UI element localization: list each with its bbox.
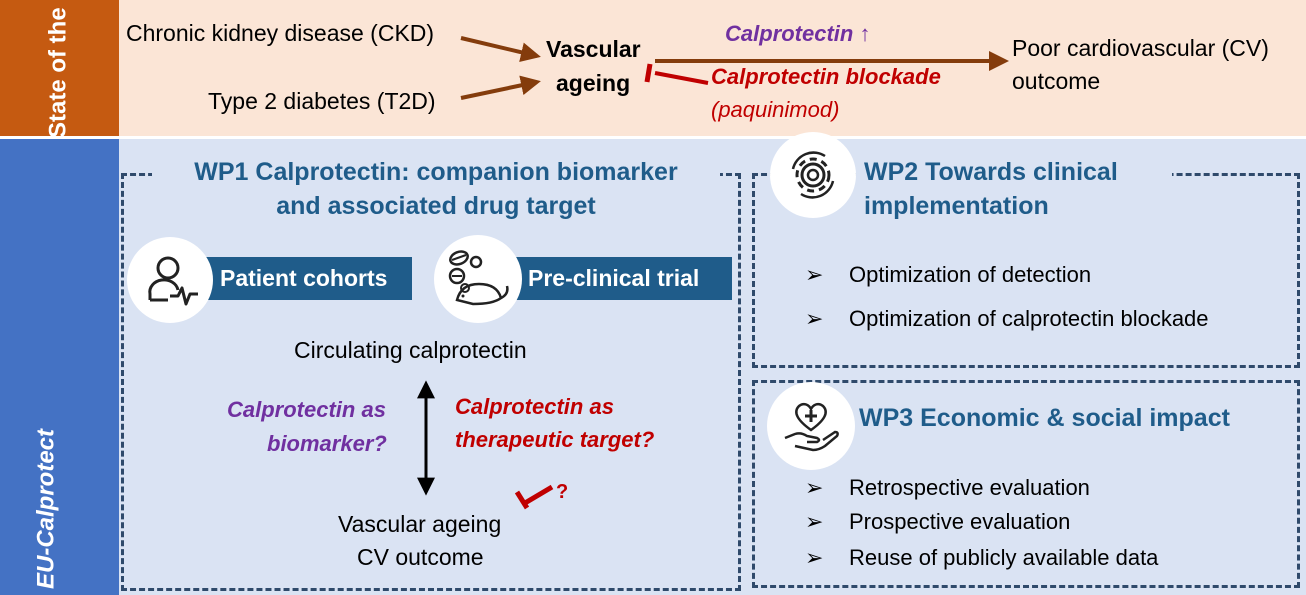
soa-band (119, 0, 1306, 136)
wp2-title-line2: implementation (864, 191, 1049, 220)
heart-hand-icon (784, 402, 839, 452)
wp3-bullet-label: Retrospective evaluation (849, 475, 1090, 500)
vascular-ageing-result-line1: Vascular ageing (338, 511, 502, 537)
bullet-arrow-icon: ➢ (805, 509, 824, 534)
gear-icon (791, 151, 835, 199)
poor-cv-outcome-line1: Poor cardiovascular (CV) (1012, 35, 1269, 61)
wp2-bullet-label: Optimization of calprotectin blockade (849, 306, 1209, 331)
wp3-box (752, 380, 1300, 588)
wp1-title-line1: WP1 Calprotectin: companion biomarker (194, 158, 678, 186)
wp3-bullet-label: Reuse of publicly available data (849, 545, 1159, 570)
mouse-icon-circle (434, 235, 522, 323)
wp3-bullet-prospective: ➢ Prospective evaluation (805, 509, 1070, 535)
gear-icon-circle (770, 132, 856, 218)
vascular-ageing-line2: ageing (556, 70, 631, 96)
t2d-label: Type 2 diabetes (T2D) (208, 88, 436, 114)
wp3-title: WP3 Economic & social impact (851, 402, 1285, 436)
wp1-title: WP1 Calprotectin: companion biomarker an… (152, 156, 720, 224)
therapeutic-target-line1: Calprotectin as (455, 394, 614, 419)
wp3-bullet-label: Prospective evaluation (849, 509, 1071, 534)
patient-monitor-icon (148, 256, 198, 306)
wp2-bullet-blockade: ➢ Optimization of calprotectin blockade (805, 306, 1209, 332)
therapeutic-inhibition-line (523, 484, 554, 506)
wp2-title-line1: WP2 Towards clinical (864, 158, 1118, 186)
heart-hand-icon-circle (767, 382, 855, 470)
wp1-title-line2: and associated drug target (276, 191, 596, 220)
wp3-bullet-retrospective: ➢ Retrospective evaluation (805, 475, 1090, 501)
mouse-pills-icon (448, 250, 509, 306)
biomarker-question-line2: biomarker? (267, 431, 387, 456)
cv-outcome-result-line2: CV outcome (357, 544, 484, 570)
calprotectin-blockade-label: Calprotectin blockade (711, 64, 941, 89)
wp3-bullet-reuse: ➢ Reuse of publicly available data (805, 545, 1158, 571)
vascular-ageing-line1: Vascular (546, 36, 641, 62)
soa-side-panel: State of the art (SOA) (0, 0, 119, 138)
bullet-arrow-icon: ➢ (805, 306, 824, 331)
wp3-title-text: WP3 Economic & social impact (859, 404, 1230, 432)
circulating-calprotectin-label: Circulating calprotectin (294, 337, 527, 363)
therapeutic-inhibition-bar (514, 490, 530, 510)
calprotectin-up-label: Calprotectin ↑ (725, 21, 871, 46)
ckd-label: Chronic kidney disease (CKD) (126, 20, 435, 46)
t2d-arrow (460, 75, 541, 100)
ckd-arrow (460, 36, 541, 63)
patient-cohorts-label: Patient cohorts (220, 265, 388, 291)
eu-side-panel: EU-Calprotect (0, 139, 119, 595)
wp2-title: WP2 Towards clinical implementation (856, 156, 1172, 224)
wp2-bullet-label: Optimization of detection (849, 262, 1092, 287)
paquinimod-label: (paquinimod) (711, 97, 840, 122)
bullet-arrow-icon: ➢ (805, 545, 824, 570)
bullet-arrow-icon: ➢ (805, 262, 824, 287)
biomarker-question-line1: Calprotectin as (227, 397, 386, 422)
preclinical-trial-label: Pre-clinical trial (528, 265, 700, 291)
preclinical-trial-tag: Pre-clinical trial (480, 257, 732, 300)
wp2-bullet-detection: ➢ Optimization of detection (805, 262, 1091, 288)
patient-icon-circle (127, 237, 213, 323)
blockade-inhibition-line (654, 71, 709, 85)
therapeutic-target-line2: therapeutic target? (455, 427, 655, 452)
bullet-arrow-icon: ➢ (805, 475, 824, 500)
patient-cohorts-tag: Patient cohorts (180, 257, 412, 300)
blockade-inhibition-bar (644, 63, 653, 83)
poor-cv-outcome-line2: outcome (1012, 68, 1101, 94)
inhibition-question-mark: ? (556, 481, 569, 503)
